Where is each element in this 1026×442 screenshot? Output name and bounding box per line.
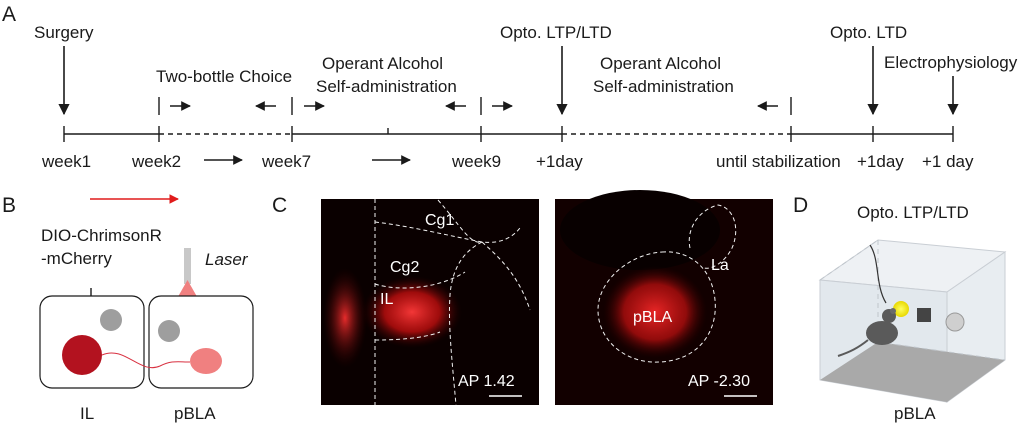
event-label-operant-2a: Operant Alcohol (600, 54, 721, 73)
port-icon (945, 312, 965, 332)
atlas-outlines (597, 204, 737, 363)
event-label-two-bottle: Two-bottle Choice (156, 67, 292, 86)
timeline (63, 97, 954, 142)
panel-d-region-label: pBLA (894, 404, 936, 423)
tether-cable (869, 244, 887, 304)
edge-fluorescence (323, 268, 367, 368)
mouse-icon (837, 308, 898, 357)
event-label-operant-1a: Operant Alcohol (322, 54, 443, 73)
ap-label-left: AP 1.42 (458, 373, 515, 390)
panel-d: D Opto. LTP/LTD pBLA (793, 194, 1007, 423)
panel-c-letter: C (272, 194, 287, 217)
atlas-outlines (374, 199, 531, 406)
event-arrows (58, 46, 959, 116)
il-infected-region (62, 335, 102, 375)
atlas-label-cg1: Cg1 (425, 212, 454, 229)
virus-label-line2: -mCherry (41, 249, 112, 268)
atlas-label-cg2: Cg2 (390, 259, 419, 276)
atlas-label-il: IL (380, 291, 393, 308)
event-label-operant-1b: Self-administration (316, 77, 457, 96)
panel-d-letter: D (793, 194, 808, 217)
virus-label-line1: DIO-ChrimsonR (41, 226, 162, 245)
operant-box-icon (818, 239, 1007, 403)
panel-a-letter: A (2, 3, 16, 26)
atlas-label-la: La (711, 257, 729, 274)
panel-c: C Cg1 Cg2 IL AP 1.42 (272, 190, 773, 406)
event-label-operant-2b: Self-administration (593, 77, 734, 96)
tick-label-until-stabilization: until stabilization (716, 152, 841, 171)
laser-label: Laser (205, 250, 249, 269)
tick-label-week9: week9 (451, 152, 501, 171)
tick-label-week2: week2 (131, 152, 181, 171)
micrograph-il: Cg1 Cg2 IL AP 1.42 (321, 199, 539, 406)
tick-label-plus1-day: +1 day (922, 152, 974, 171)
tick-label-plus1day: +1day (536, 152, 583, 171)
panel-d-title: Opto. LTP/LTD (857, 203, 969, 222)
ap-label-right: AP -2.30 (688, 373, 750, 390)
pbla-terminal-region (190, 348, 222, 374)
atlas-label-pbla: pBLA (633, 309, 672, 326)
event-label-surgery: Surgery (34, 23, 94, 42)
pbla-slice (148, 295, 254, 389)
micrograph-pbla: La pBLA AP -2.30 (555, 190, 773, 405)
tick-label-plus1day-2: +1day (857, 152, 904, 171)
optic-fiber (184, 248, 191, 284)
pbla-grey-region (158, 320, 180, 342)
panel-b: B DIO-ChrimsonR -mCherry Laser IL pBLA (2, 194, 254, 423)
axon-projection (101, 352, 191, 369)
laser-light-icon (893, 301, 909, 317)
pbla-fluorescence (603, 266, 707, 358)
event-label-opto-ltp-ltd: Opto. LTP/LTD (500, 23, 612, 42)
region-label-pbla: pBLA (174, 404, 216, 423)
small-arrows (170, 101, 778, 165)
region-label-il: IL (80, 404, 94, 423)
panel-a: A (2, 3, 1018, 171)
tick-label-week7: week7 (261, 152, 311, 171)
lever-icon (917, 308, 931, 322)
il-fluorescence (362, 276, 462, 348)
event-label-electrophysiology: Electrophysiology (884, 53, 1018, 72)
tick-label-week1: week1 (41, 152, 91, 171)
dark-region (560, 190, 720, 270)
event-label-opto-ltd: Opto. LTD (830, 23, 907, 42)
il-grey-region (100, 309, 122, 331)
panel-b-letter: B (2, 194, 16, 217)
